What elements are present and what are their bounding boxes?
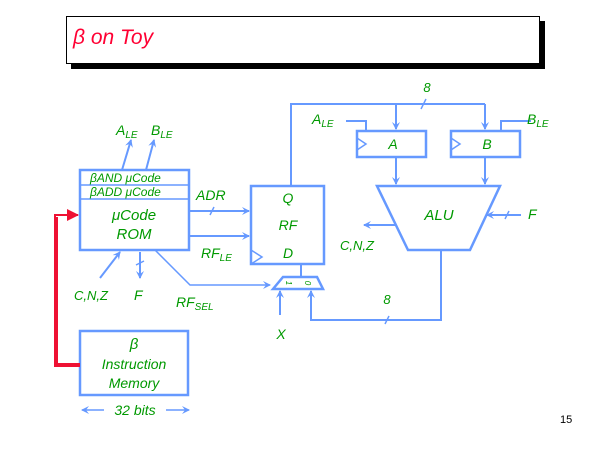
adr-bus-tick (209, 206, 215, 216)
rf-le-label: RFLE (201, 245, 232, 264)
rf-box (249, 184, 326, 266)
reg-b-box (449, 129, 522, 159)
reg-a-clock-icon (356, 137, 368, 151)
ble-arrow (145, 139, 157, 171)
top-bus-wire (290, 103, 485, 186)
imem-label-2: Memory (109, 375, 161, 391)
ale-arrow (121, 139, 133, 171)
alu: ALU F C,N,Z 8 (307, 184, 538, 325)
mux-in0-label: 0 (303, 281, 312, 286)
reg-b-clock-icon (450, 137, 462, 151)
register-file: Q RF D ADR RFLE RFSEL (154, 184, 326, 313)
reg-a-label: A (387, 136, 397, 152)
flags-in-arrow (99, 251, 121, 279)
instruction-memory: β Instruction Memory 32 bits (54, 209, 190, 418)
alu-f-tick (504, 210, 510, 220)
reg-b-label: B (482, 136, 491, 152)
ale-wire (346, 120, 367, 131)
input-mux: 1 0 X (270, 264, 326, 342)
imem-box (78, 329, 190, 397)
slide-title-box: β on Toy (66, 16, 540, 64)
top-bus-width-label: 8 (423, 80, 431, 95)
rf-clock-icon (250, 249, 264, 265)
rf-d-label: D (283, 245, 293, 261)
rf-name-label: RF (279, 217, 299, 233)
rom-flags-label: C,N,Z (74, 288, 109, 303)
adr-label: ADR (195, 187, 226, 203)
rom-row-band: βAND μCode (89, 171, 161, 185)
rom-main-label-1: μCode (111, 207, 156, 224)
rf-q-label: Q (283, 190, 294, 206)
rom-main-label-2: ROM (117, 226, 153, 243)
reg-ale-label: ALE (311, 111, 334, 130)
alu-bus-tick (384, 315, 390, 325)
page-number: 15 (560, 414, 573, 426)
top-bus-tick (420, 98, 427, 110)
alu-to-mux-wire (307, 250, 442, 321)
imem-feedback-double-line (56, 217, 80, 365)
mux-in1-label: 1 (284, 281, 293, 285)
alu-label: ALU (423, 207, 453, 224)
imem-label-1: Instruction (102, 356, 167, 372)
rom-ble-label: BLE (151, 122, 173, 141)
alu-shape (375, 184, 502, 252)
title-text: on Toy (85, 26, 154, 49)
rf-sel-wire (154, 249, 271, 289)
mux-x-label: X (275, 326, 286, 342)
ble-wire (500, 120, 531, 131)
alu-bus-width-label: 8 (383, 292, 391, 307)
imem-width-label: 32 bits (114, 402, 155, 418)
ab-registers: 8 A B ALE BLE (290, 80, 549, 186)
ucode-rom: βAND μCode βADD μCode μCode ROM ALE BLE … (74, 122, 191, 303)
imem-beta-label: β (129, 336, 139, 353)
rf-sel-label: RFSEL (176, 294, 214, 313)
alu-flags-label: C,N,Z (340, 238, 375, 253)
reg-ble-label: BLE (527, 111, 549, 130)
slide-title: β on Toy (73, 26, 153, 50)
imem-to-rom-feedback-wire (54, 209, 80, 367)
rom-row-badd: βADD μCode (89, 185, 161, 199)
beta-symbol: β (73, 26, 85, 49)
f-bus-tick (135, 260, 145, 266)
mux-shape (270, 275, 326, 291)
rom-ale-label: ALE (115, 122, 138, 141)
reg-a-box (355, 129, 428, 159)
alu-f-label: F (528, 206, 538, 222)
rom-f-label: F (134, 287, 144, 303)
